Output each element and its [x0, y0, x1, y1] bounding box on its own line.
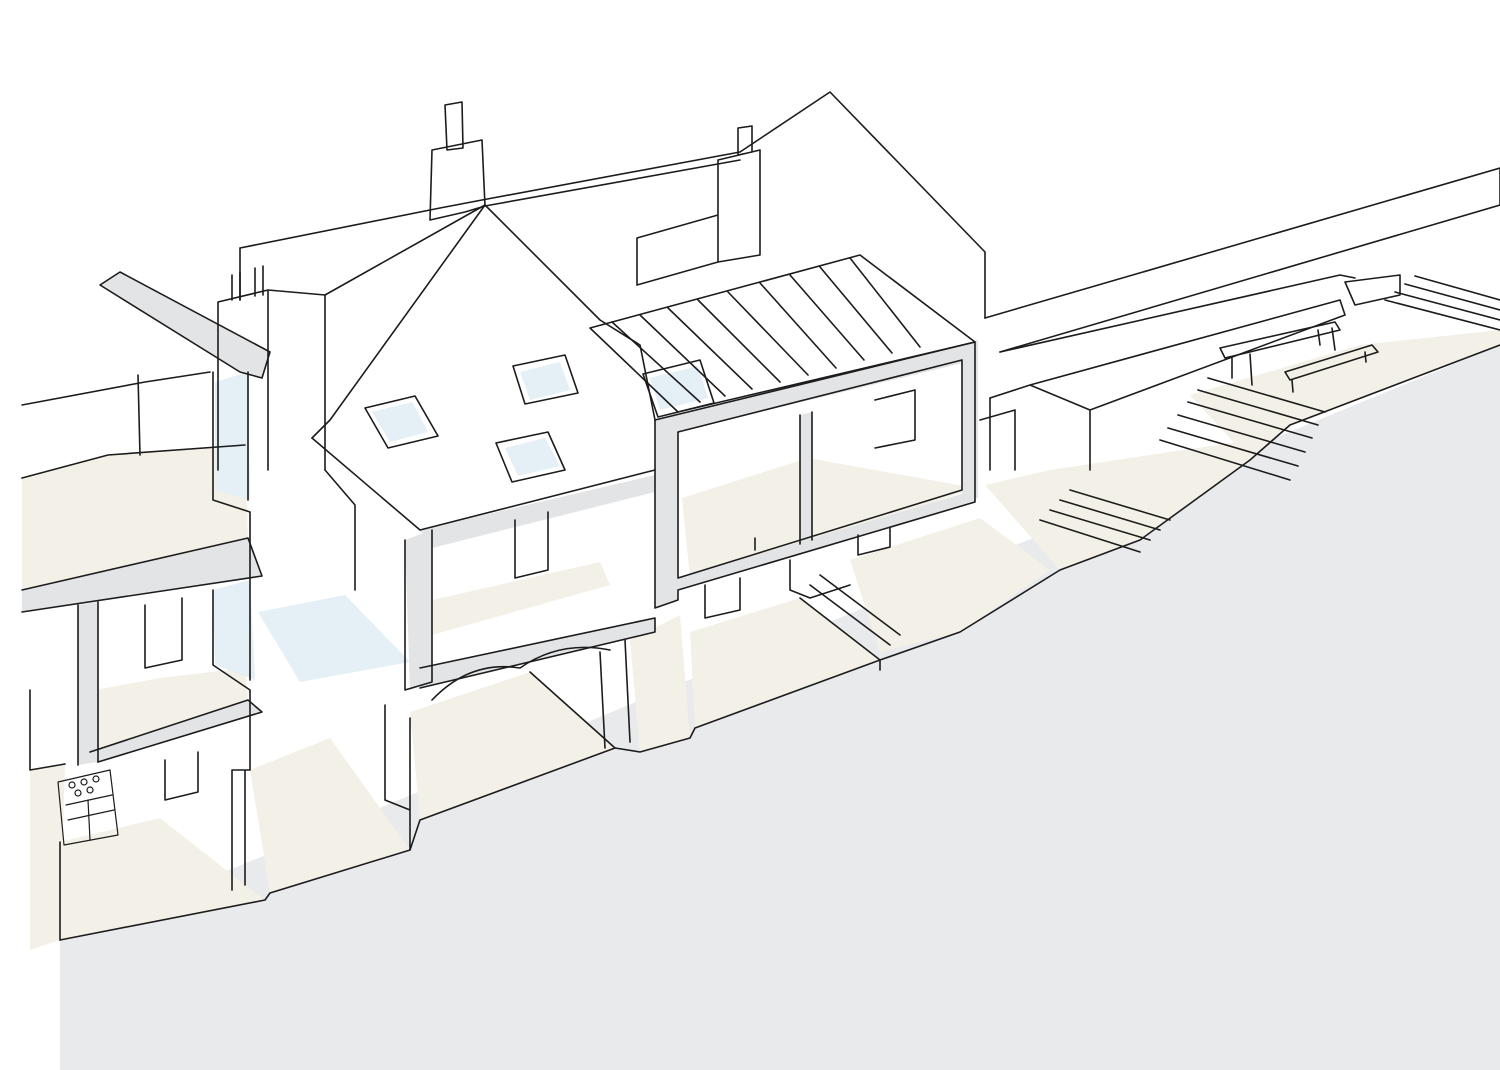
left-opening — [144, 597, 183, 669]
right-frame — [654, 341, 976, 609]
stair-glazing — [215, 372, 250, 500]
central-slab — [419, 617, 656, 689]
glazing — [213, 362, 708, 682]
central-arch — [431, 646, 611, 701]
central-lower-wall — [384, 671, 616, 851]
hob-burner-3 — [92, 775, 100, 783]
central-chimney — [429, 101, 486, 221]
cut-roof-left — [100, 272, 270, 378]
right-chimney — [636, 125, 761, 286]
left-slab-middle — [89, 699, 263, 763]
central-wall — [324, 469, 433, 691]
glass-roof-ribs — [611, 257, 921, 403]
cut-frame-bottom — [678, 490, 975, 590]
left-wall-lower — [77, 601, 99, 766]
hob-burner-1 — [68, 781, 76, 789]
section-cuts — [22, 272, 978, 765]
cut-frame-top — [655, 342, 975, 432]
stair-wall — [212, 371, 251, 681]
central-roof — [239, 204, 656, 421]
retaining-wall-front — [979, 397, 1016, 471]
skylight-glass-2 — [520, 362, 570, 400]
central-post — [599, 639, 631, 749]
lower-left-window — [164, 751, 199, 801]
rear-wall-line — [984, 167, 1500, 353]
roof-ridge-back — [484, 159, 741, 207]
skylight-2 — [512, 354, 579, 405]
chimney-left — [217, 289, 326, 471]
left-lower-wall — [29, 689, 66, 771]
stair-wall-lower — [212, 589, 251, 891]
floor-ground-middle — [250, 738, 410, 893]
rooflight-glazing — [258, 595, 410, 682]
lower-glazing — [213, 580, 255, 680]
left-slab-upper — [21, 444, 263, 613]
floor-upper-centre — [432, 562, 610, 635]
linework — [21, 91, 1500, 941]
upper-garden-stairs — [1384, 275, 1500, 331]
skylight-glass-1 — [372, 402, 428, 442]
garden-stairs — [1159, 377, 1326, 481]
terrace-step-1 — [799, 574, 901, 671]
central-roof-eave — [311, 204, 486, 439]
hob-burner-4 — [74, 789, 82, 797]
floor-middle-left — [95, 668, 248, 752]
skylight-1 — [364, 395, 439, 449]
hob-burner-5 — [86, 786, 94, 794]
rear-roof-line — [239, 91, 986, 319]
floor-terrace-2 — [850, 518, 1050, 652]
cut-slab-centre-lower — [420, 618, 655, 688]
hob-body — [57, 769, 119, 846]
ground-line — [59, 344, 1500, 941]
floor-ground-centre — [410, 672, 615, 820]
terrace-step-2 — [1039, 489, 1171, 553]
central-window — [514, 511, 549, 579]
right-frame-post — [799, 411, 813, 545]
cut-frame-mid-post — [800, 412, 812, 544]
retaining-wall — [989, 299, 1346, 471]
floor-lower-left — [30, 764, 65, 950]
floor-terrace-1 — [690, 598, 880, 728]
cut-frame-right-post — [962, 340, 978, 502]
left-house-wall — [137, 374, 141, 456]
right-window — [874, 389, 916, 449]
bench — [1284, 344, 1379, 393]
right-lower-door — [857, 527, 891, 556]
skylight-3 — [495, 431, 566, 483]
cut-slab-left-upper — [22, 538, 262, 612]
cut-frame-left-post — [655, 412, 678, 608]
left-roof — [21, 371, 211, 406]
kitchen-hob — [57, 769, 119, 846]
picnic-table — [1219, 321, 1341, 386]
oven-doors — [65, 794, 115, 841]
floor-upper-left — [22, 445, 248, 590]
skylight-glass-3 — [505, 438, 560, 476]
upper-garden-wall — [1344, 274, 1401, 306]
cut-slab-centre — [420, 475, 655, 548]
right-lower-wall — [789, 559, 851, 599]
central-roof-front — [311, 437, 656, 531]
ground-mass — [60, 345, 1500, 1070]
right-inner-door — [704, 537, 756, 619]
garden-wall — [999, 274, 1356, 353]
floor-ground-right — [630, 615, 690, 752]
floor-garden-top — [1190, 330, 1500, 460]
hob-burner-2 — [80, 778, 88, 786]
cut-wall-left — [78, 602, 98, 765]
left-roof-cut — [99, 271, 271, 379]
cut-party-wall — [405, 530, 432, 690]
cut-slab-left-middle — [90, 700, 262, 762]
